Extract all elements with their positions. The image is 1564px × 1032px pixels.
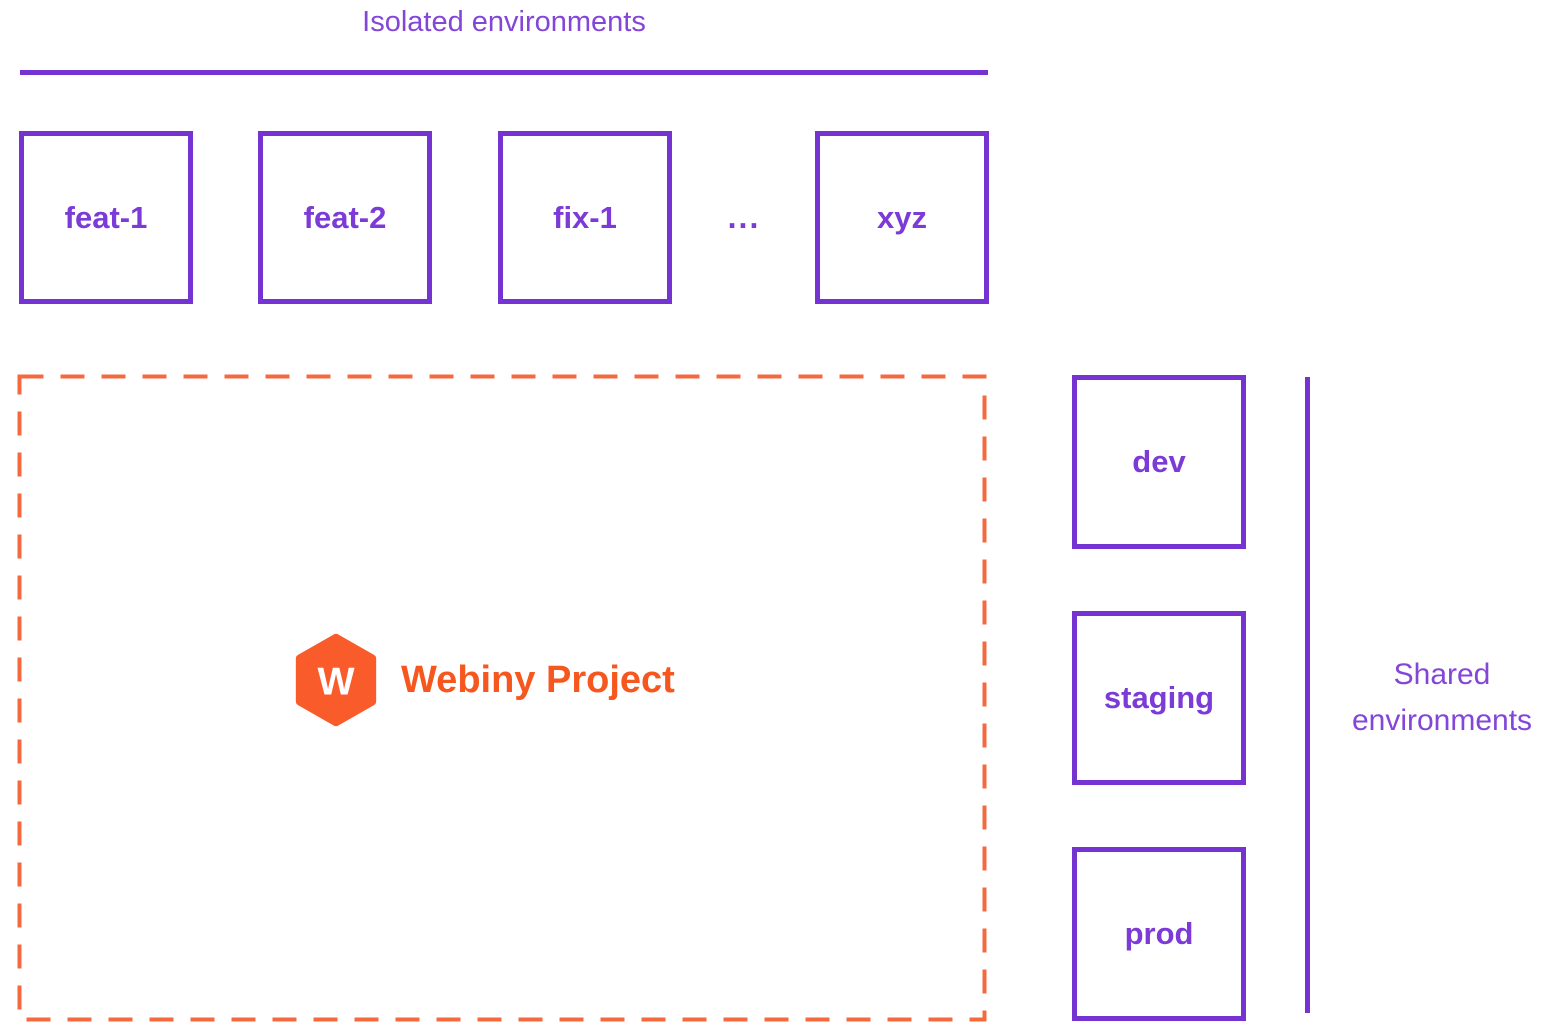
env-box-xyz: xyz	[815, 131, 989, 304]
env-box-dev: dev	[1072, 375, 1246, 549]
webiny-logo-icon: W	[295, 633, 377, 727]
env-box-prod: prod	[1072, 847, 1246, 1021]
env-box-fix-1: fix-1	[498, 131, 672, 304]
isolated-environments-title: Isolated environments	[362, 6, 646, 38]
env-box-feat-1-label: feat-1	[64, 199, 148, 235]
env-box-dev-label: dev	[1132, 444, 1186, 479]
shared-environments-title: Shared environments	[1351, 658, 1533, 737]
env-box-fix-1-label: fix-1	[553, 199, 617, 235]
env-box-feat-2: feat-2	[258, 131, 432, 304]
more-environments-ellipsis: ...	[727, 199, 761, 235]
webiny-project-row: W Webiny Project	[293, 633, 675, 727]
env-box-staging: staging	[1072, 611, 1246, 785]
env-box-staging-label: staging	[1103, 680, 1215, 715]
isolated-environments-underline	[20, 70, 988, 75]
env-box-prod-label: prod	[1124, 916, 1194, 951]
webiny-logo-letter: W	[317, 660, 355, 704]
webiny-project-label: Webiny Project	[401, 658, 675, 701]
env-box-feat-2-label: feat-2	[303, 199, 387, 235]
env-box-feat-1: feat-1	[19, 131, 193, 304]
webiny-project-dashed-box	[17, 374, 987, 1022]
shared-environments-divider	[1305, 377, 1310, 1013]
env-box-xyz-label: xyz	[877, 199, 927, 235]
